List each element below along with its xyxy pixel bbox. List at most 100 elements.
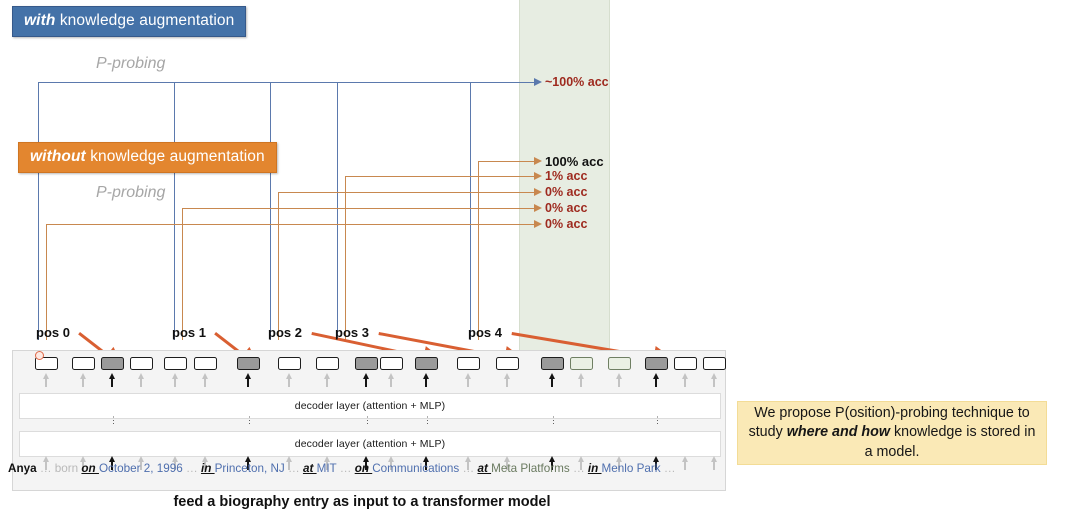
- token-up-arrow-head-14: [548, 373, 555, 379]
- input-token-14: …: [462, 462, 478, 475]
- input-arrow-head-5: [201, 456, 208, 462]
- without-wire-arrowhead-3: [534, 172, 542, 180]
- position-label-0: pos 0: [36, 325, 70, 340]
- without-wire-arrowhead-4: [534, 157, 542, 165]
- decoder-stack-dots-3: ⋮: [423, 415, 432, 425]
- position-label-4: pos 4: [468, 325, 502, 340]
- input-token-12: on: [354, 462, 373, 475]
- token-box-4: [164, 357, 187, 370]
- token-up-arrow-stem-7: [288, 378, 290, 387]
- input-arrow-stem-2: [111, 461, 113, 470]
- input-arrow-head-1: [79, 456, 86, 462]
- input-arrow-head-15: [577, 456, 584, 462]
- input-arrow-stem-0: [45, 461, 47, 470]
- token-box-14: [541, 357, 564, 370]
- without-wire-horizontal-0: [46, 224, 534, 225]
- with-wire-bus: [38, 82, 534, 83]
- without-wire-vertical-1: [182, 208, 183, 340]
- input-arrow-head-9: [362, 456, 369, 462]
- p-probing-label-bottom: P-probing: [96, 184, 166, 201]
- input-arrow-head-12: [464, 456, 471, 462]
- p-probing-label-top: P-probing: [96, 55, 166, 72]
- input-arrow-head-7: [285, 456, 292, 462]
- token-box-3: [130, 357, 153, 370]
- token-up-arrow-head-19: [710, 373, 717, 379]
- input-arrow-stem-15: [580, 461, 582, 470]
- transformer-panel: decoder layer (attention + MLP) ⋮⋮⋮⋮⋮⋮ d…: [12, 350, 726, 491]
- input-token-16: Meta Platforms: [491, 462, 573, 475]
- annotation-dot: [35, 351, 44, 360]
- callout-pre: We propose P(osition)-probing technique …: [748, 404, 1030, 441]
- accuracy-without-augmentation-1: 1% acc: [545, 169, 588, 183]
- token-up-arrow-head-16: [615, 373, 622, 379]
- token-up-arrow-stem-9: [365, 378, 367, 387]
- without-wire-horizontal-2: [278, 192, 534, 193]
- token-up-arrow-head-0: [42, 373, 49, 379]
- badge-with-emphasis: with: [24, 12, 56, 29]
- without-wire-arrowhead-0: [534, 220, 542, 228]
- input-arrow-stem-17: [655, 461, 657, 470]
- without-wire-vertical-4: [478, 161, 479, 340]
- without-wire-arrowhead-1: [534, 204, 542, 212]
- input-token-11: …: [339, 462, 355, 475]
- token-up-arrow-stem-3: [140, 378, 142, 387]
- token-up-arrow-stem-2: [111, 378, 113, 387]
- input-token-15: at: [477, 462, 492, 475]
- accuracy-without-augmentation-0: 100% acc: [545, 154, 604, 169]
- input-arrow-stem-9: [365, 461, 367, 470]
- input-arrow-head-8: [323, 456, 330, 462]
- input-arrow-stem-18: [684, 461, 686, 470]
- input-arrow-stem-5: [204, 461, 206, 470]
- figure-caption: feed a biography entry as input to a tra…: [173, 494, 551, 510]
- decoder-stack-dots-2: ⋮: [363, 415, 372, 425]
- token-up-arrow-stem-0: [45, 378, 47, 387]
- token-up-arrow-head-3: [137, 373, 144, 379]
- token-up-arrow-stem-1: [82, 378, 84, 387]
- input-arrow-head-4: [171, 456, 178, 462]
- input-arrow-head-18: [681, 456, 688, 462]
- token-box-9: [355, 357, 378, 370]
- with-wire-vertical-1: [174, 82, 175, 340]
- without-wire-horizontal-4: [478, 161, 534, 162]
- badge-without-rest: knowledge augmentation: [85, 148, 265, 165]
- token-up-arrow-stem-19: [713, 378, 715, 387]
- token-up-arrow-stem-11: [425, 378, 427, 387]
- position-label-1: pos 1: [172, 325, 206, 340]
- without-wire-horizontal-3: [345, 176, 534, 177]
- input-token-8: …: [288, 462, 303, 475]
- token-box-12: [457, 357, 480, 370]
- input-token-20: …: [663, 462, 676, 475]
- token-up-arrow-head-5: [201, 373, 208, 379]
- input-arrow-head-19: [710, 456, 717, 462]
- token-up-arrow-stem-18: [684, 378, 686, 387]
- input-arrow-head-2: [108, 456, 115, 462]
- input-arrow-stem-14: [551, 461, 553, 470]
- token-up-arrow-head-2: [108, 373, 115, 379]
- input-token-0: Anya: [8, 462, 40, 475]
- token-up-arrow-head-1: [79, 373, 86, 379]
- input-token-10: MIT: [316, 462, 340, 475]
- input-token-13: Communications: [372, 462, 463, 475]
- token-box-17: [645, 357, 668, 370]
- token-up-arrow-stem-15: [580, 378, 582, 387]
- token-up-arrow-head-17: [652, 373, 659, 379]
- input-arrow-stem-7: [288, 461, 290, 470]
- accuracy-without-augmentation-4: 0% acc: [545, 217, 588, 231]
- input-arrow-head-11: [422, 456, 429, 462]
- input-token-17: …: [572, 462, 588, 475]
- token-up-arrow-head-8: [323, 373, 330, 379]
- token-box-18: [674, 357, 697, 370]
- input-arrow-stem-11: [425, 461, 427, 470]
- input-arrow-stem-10: [390, 461, 392, 470]
- input-token-18: in: [587, 462, 602, 475]
- token-up-arrow-head-13: [503, 373, 510, 379]
- input-arrow-stem-3: [140, 461, 142, 470]
- badge-with-rest: knowledge augmentation: [55, 12, 235, 29]
- badge-with-knowledge-augmentation: with knowledge augmentation: [12, 6, 247, 37]
- token-up-arrow-stem-6: [247, 378, 249, 387]
- token-box-11: [415, 357, 438, 370]
- token-box-6: [237, 357, 260, 370]
- input-arrow-head-3: [137, 456, 144, 462]
- accuracy-with-augmentation: ~100% acc: [545, 75, 609, 89]
- input-biography-text: Anya … born on October 2, 1996 … in Prin…: [8, 462, 708, 480]
